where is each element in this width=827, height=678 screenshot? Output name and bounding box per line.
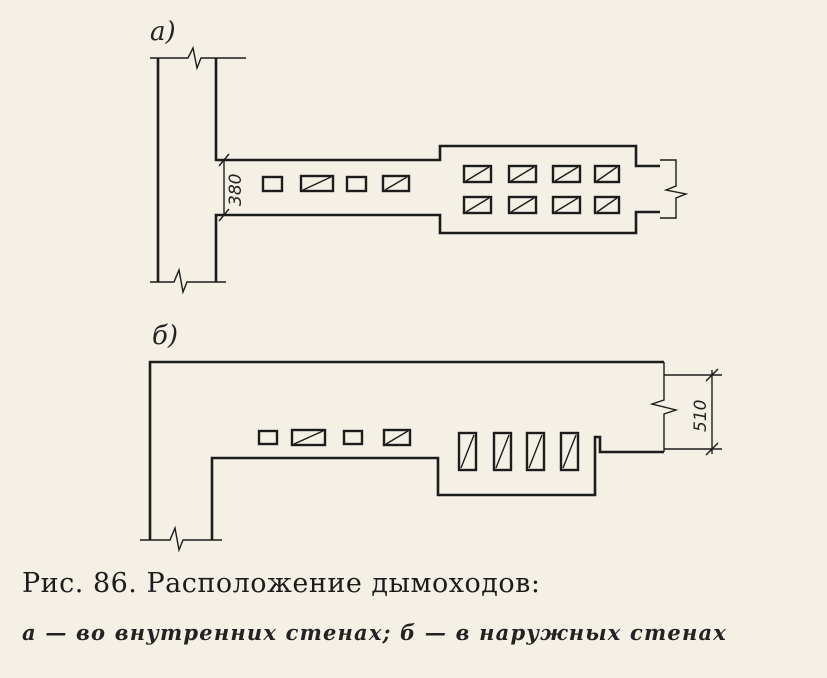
diagram-a: а) 380	[150, 17, 689, 295]
caption-title: Рис. 86. Расположение дымоходов:	[22, 568, 541, 599]
dimension-a-value: 380	[226, 174, 246, 206]
break-mark-a-right	[660, 159, 689, 219]
dimension-a-tick-top	[218, 153, 230, 167]
wall-b-outline	[148, 360, 664, 540]
caption-subtitle: а — во внутренних стенах; б — в наружных…	[22, 620, 728, 645]
break-mark-a-bottom	[150, 267, 226, 295]
dimension-b-tick-top	[705, 368, 719, 382]
flues-a-single-row	[261, 174, 411, 193]
label-a: а)	[150, 17, 176, 47]
wall-a-outline	[156, 58, 660, 282]
break-mark-b-right	[649, 362, 679, 452]
chimney-layout-drawing: а) 380	[140, 17, 722, 553]
break-mark-a-top	[150, 45, 246, 71]
diagram-b: б) 510	[140, 321, 722, 553]
flues-b-vertical	[457, 431, 580, 472]
label-b: б)	[152, 321, 178, 351]
flues-a-double-row	[462, 164, 621, 215]
dimension-b-tick-bottom	[705, 442, 719, 456]
dimension-a-tick-bottom	[218, 208, 230, 222]
break-mark-b-bottom	[140, 525, 222, 553]
flues-b-horizontal	[257, 428, 412, 447]
dimension-b-value: 510	[691, 400, 711, 432]
